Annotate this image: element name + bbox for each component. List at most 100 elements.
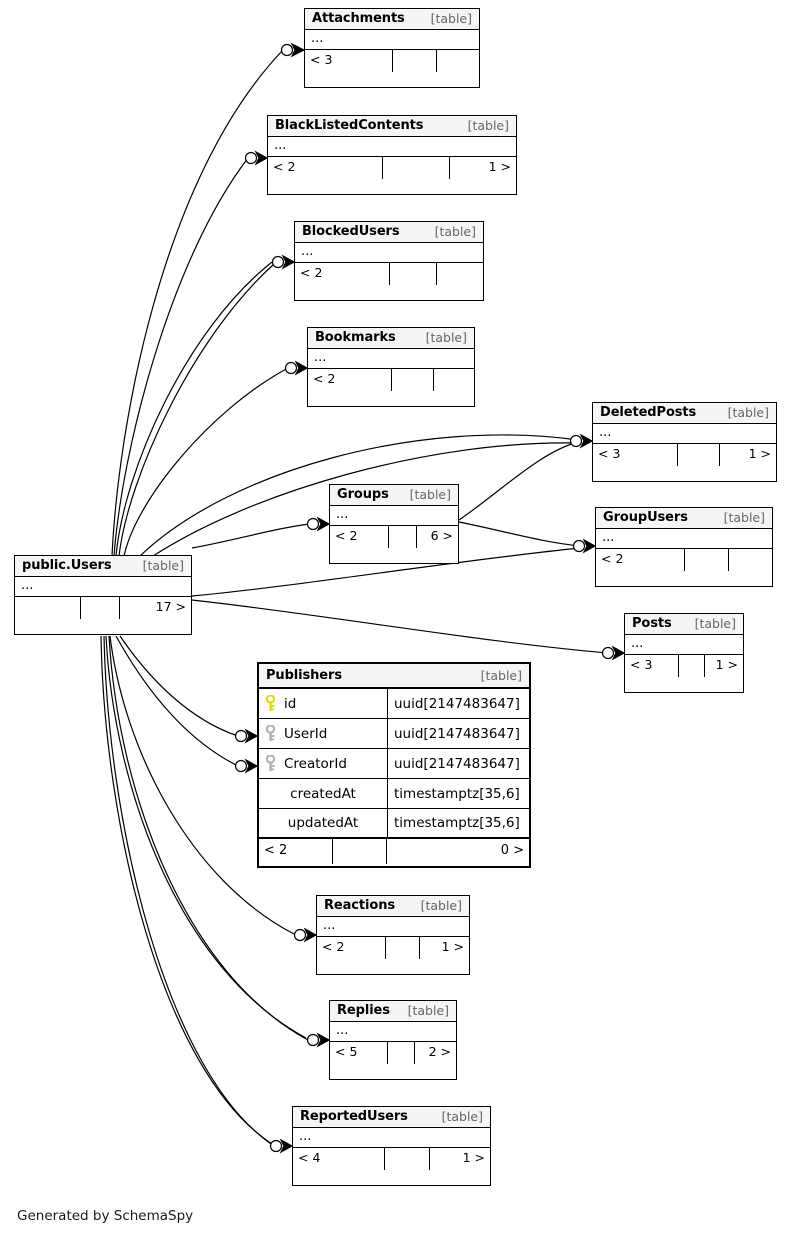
table-title-posts: Posts [table] bbox=[625, 614, 743, 635]
table-posts[interactable]: Posts [table] ... < 3 1 > bbox=[624, 613, 744, 693]
table-columns-ellipsis: ... bbox=[596, 529, 772, 549]
edge-users-blockedusers-1 bbox=[115, 261, 273, 557]
table-tag: [table] bbox=[467, 118, 509, 133]
footer-parent-count bbox=[15, 597, 80, 619]
footer-parent-count: < 2 bbox=[273, 159, 296, 174]
table-name: GroupUsers bbox=[603, 510, 688, 525]
table-tag: [table] bbox=[407, 1003, 449, 1018]
table-name: Bookmarks bbox=[315, 330, 396, 345]
edge-users-publishers-1 bbox=[119, 635, 239, 737]
table-tag: [table] bbox=[409, 487, 451, 502]
column-row-updatedat[interactable]: updatedAt timestamptz[35,6] bbox=[259, 809, 529, 839]
edge-users-groups bbox=[191, 523, 311, 549]
footer-parent-count: < 3 bbox=[310, 52, 333, 67]
footer-middle bbox=[382, 157, 449, 179]
column-row-createdat[interactable]: createdAt timestamptz[35,6] bbox=[259, 779, 529, 809]
table-bookmarks[interactable]: Bookmarks [table] ... < 2 bbox=[307, 327, 475, 407]
table-replies[interactable]: Replies [table] ... < 5 2 > bbox=[329, 1000, 457, 1080]
footer-child-count: 6 > bbox=[415, 526, 458, 548]
footer-middle bbox=[80, 597, 119, 619]
footer-child-count: 1 > bbox=[719, 444, 776, 466]
table-footer: < 2 bbox=[596, 549, 772, 571]
table-name: Attachments bbox=[312, 11, 405, 26]
footer-middle bbox=[391, 369, 433, 391]
edge-users-attachments bbox=[111, 50, 283, 557]
footer-parent-count: < 2 bbox=[313, 371, 336, 386]
table-name: DeletedPosts bbox=[600, 405, 697, 420]
column-name-cell: CreatorId bbox=[259, 749, 387, 778]
generated-by-note: Generated by SchemaSpy bbox=[17, 1208, 194, 1224]
table-public-users[interactable]: public.Users [table] ... 17 > bbox=[14, 555, 192, 635]
table-name: Publishers bbox=[266, 667, 342, 683]
edge-endpoints bbox=[234, 42, 626, 1154]
edge-users-reportedusers-2 bbox=[103, 635, 275, 1147]
table-columns-ellipsis: ... bbox=[293, 1128, 490, 1148]
primary-key-icon bbox=[265, 695, 276, 711]
table-footer: < 4 1 > bbox=[293, 1148, 490, 1170]
table-groups[interactable]: Groups [table] ... < 2 6 > bbox=[329, 484, 459, 564]
table-blacklistedcontents[interactable]: BlackListedContents [table] ... < 2 1 > bbox=[267, 115, 517, 195]
table-footer: < 2 1 > bbox=[268, 157, 516, 179]
edge-groups-deletedposts bbox=[458, 441, 579, 521]
table-blockedusers[interactable]: BlockedUsers [table] ... < 2 bbox=[294, 221, 484, 301]
foreign-key-icon bbox=[265, 725, 276, 741]
footer-parent-count: < 2 bbox=[300, 265, 323, 280]
footer-middle bbox=[385, 937, 418, 959]
column-row-creatorid[interactable]: CreatorId uuid[2147483647] bbox=[259, 749, 529, 779]
table-reactions[interactable]: Reactions [table] ... < 2 1 > bbox=[316, 895, 470, 975]
table-groupusers[interactable]: GroupUsers [table] ... < 2 bbox=[595, 507, 773, 587]
footer-parent-count: < 3 bbox=[630, 657, 653, 672]
table-columns-ellipsis: ... bbox=[317, 917, 469, 937]
footer-middle bbox=[389, 263, 436, 285]
table-tag: [table] bbox=[480, 667, 522, 683]
table-tag: [table] bbox=[694, 616, 736, 631]
table-tag: [table] bbox=[420, 898, 462, 913]
footer-child-count: 17 > bbox=[118, 597, 191, 619]
table-footer: < 3 1 > bbox=[593, 444, 776, 466]
column-name: createdAt bbox=[290, 785, 356, 802]
table-publishers[interactable]: Publishers [table] id uuid[2147483647] bbox=[257, 662, 531, 868]
table-footer: < 2 0 > bbox=[259, 839, 529, 864]
footer-parent-count: < 3 bbox=[598, 446, 621, 461]
table-footer: < 2 bbox=[308, 369, 474, 391]
column-name-cell: UserId bbox=[259, 719, 387, 748]
edge-users-reportedusers-1 bbox=[100, 635, 273, 1145]
table-reportedusers[interactable]: ReportedUsers [table] ... < 4 1 > bbox=[292, 1106, 491, 1186]
table-name: Groups bbox=[337, 487, 389, 502]
column-name: UserId bbox=[284, 725, 328, 742]
table-footer: < 3 1 > bbox=[625, 655, 743, 677]
table-columns-ellipsis: ... bbox=[308, 349, 474, 369]
footer-child-count bbox=[432, 369, 475, 391]
footer-child-count bbox=[435, 50, 480, 72]
column-type: uuid[2147483647] bbox=[387, 689, 529, 718]
table-title-reportedusers: ReportedUsers [table] bbox=[293, 1107, 490, 1128]
column-row-id[interactable]: id uuid[2147483647] bbox=[259, 689, 529, 719]
footer-parent-count: < 2 bbox=[335, 528, 358, 543]
table-footer: 17 > bbox=[15, 597, 191, 619]
edge-users-publishers-2 bbox=[115, 635, 239, 767]
table-title-bookmarks: Bookmarks [table] bbox=[308, 328, 474, 349]
table-tag: [table] bbox=[723, 510, 765, 525]
table-columns-ellipsis: ... bbox=[295, 243, 483, 263]
table-title-replies: Replies [table] bbox=[330, 1001, 456, 1022]
table-deletedposts[interactable]: DeletedPosts [table] ... < 3 1 > bbox=[592, 402, 777, 482]
column-type: timestamptz[35,6] bbox=[387, 809, 529, 837]
table-title-reactions: Reactions [table] bbox=[317, 896, 469, 917]
column-row-userid[interactable]: UserId uuid[2147483647] bbox=[259, 719, 529, 749]
table-footer: < 3 bbox=[305, 50, 479, 72]
footer-child-count: 0 > bbox=[385, 839, 529, 864]
table-columns-ellipsis: ... bbox=[330, 506, 458, 526]
edge-groups-groupusers bbox=[458, 521, 581, 547]
table-attachments[interactable]: Attachments [table] ... < 3 bbox=[304, 8, 480, 88]
footer-parent-count: < 2 bbox=[264, 843, 288, 858]
edge-users-bookmarks bbox=[123, 367, 289, 557]
table-title-blacklistedcontents: BlackListedContents [table] bbox=[268, 116, 516, 137]
table-title-blockedusers: BlockedUsers [table] bbox=[295, 222, 483, 243]
footer-middle bbox=[684, 549, 728, 571]
footer-parent-count: < 2 bbox=[322, 939, 345, 954]
foreign-key-icon bbox=[265, 755, 276, 771]
table-columns-ellipsis: ... bbox=[15, 577, 191, 597]
table-tag: [table] bbox=[430, 11, 472, 26]
column-name-cell: id bbox=[259, 689, 387, 718]
table-title-attachments: Attachments [table] bbox=[305, 9, 479, 30]
